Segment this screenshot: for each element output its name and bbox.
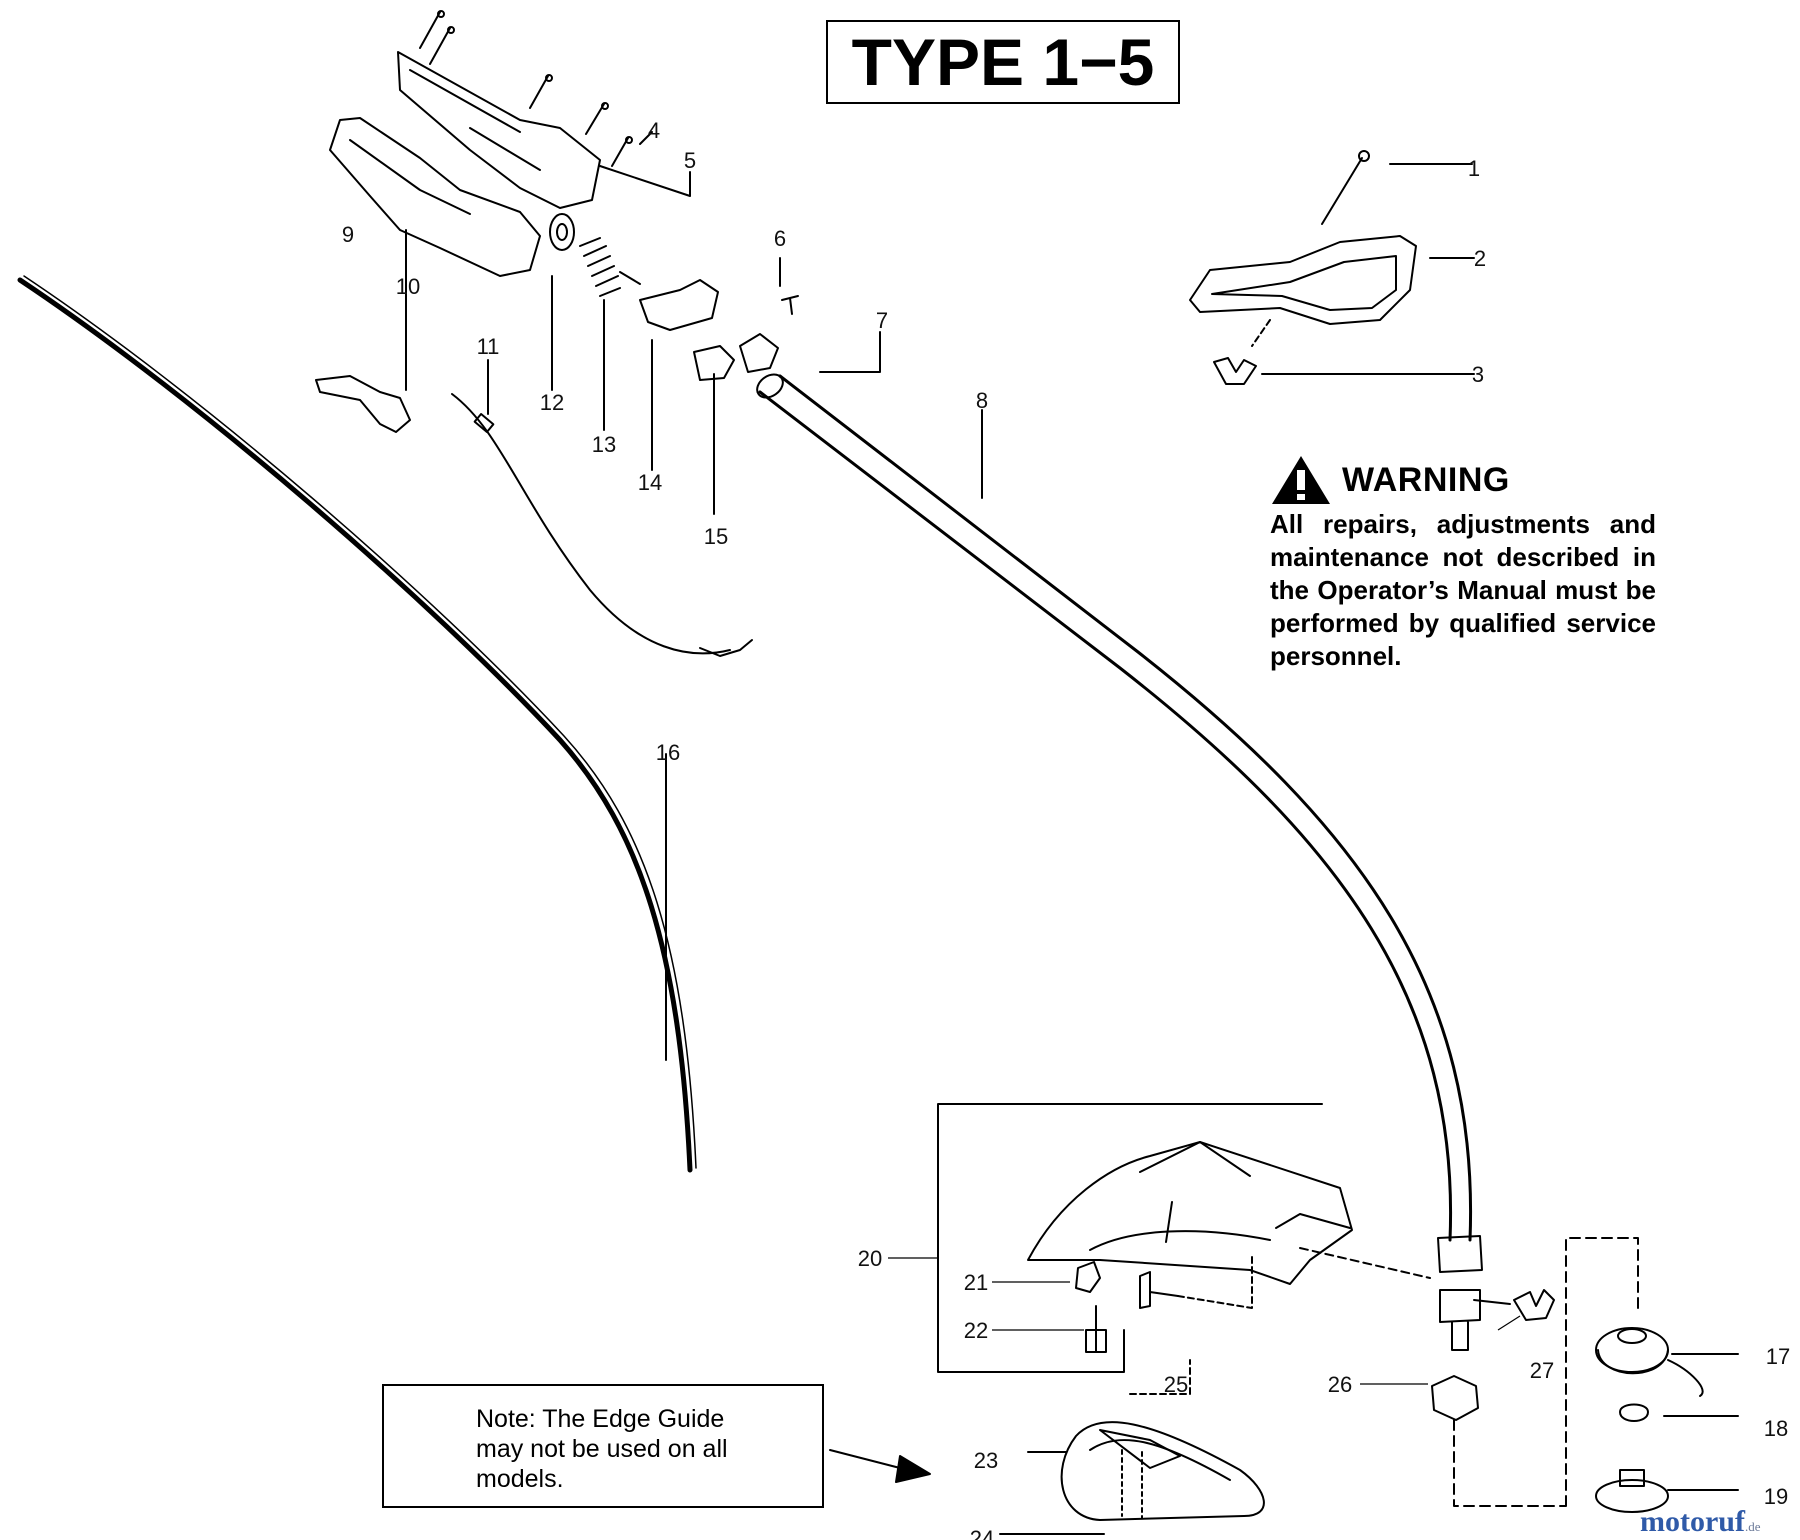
shaft-coupling [1437, 1235, 1483, 1351]
handle-half-left [329, 117, 541, 277]
carriage-bolt-25 [1139, 1271, 1179, 1309]
callout-19: 19 [1764, 1484, 1788, 1509]
watermark-main: motoruf [1640, 1505, 1745, 1538]
shaft-tube [758, 390, 1453, 1242]
edge-guide-note: Note: The Edge Guide may not be used on … [382, 1384, 824, 1508]
callout-10: 10 [396, 274, 420, 299]
warning-text: All repairs, adjustments and maintenance… [1270, 509, 1656, 671]
callout-4: 4 [648, 118, 660, 143]
callout-20: 20 [858, 1246, 882, 1271]
callout-12: 12 [540, 390, 564, 415]
callout-8: 8 [976, 388, 988, 413]
callout-25: 25 [1164, 1372, 1188, 1397]
callout-2: 2 [1474, 246, 1486, 271]
callout-6: 6 [774, 226, 786, 251]
edge-guide [1060, 1421, 1265, 1521]
throttle-housing [639, 279, 719, 331]
handle-half-right [397, 51, 601, 209]
spool-19 [1595, 1479, 1669, 1513]
callout-21: 21 [964, 1270, 988, 1295]
callout-16: 16 [656, 740, 680, 765]
throttle-cable [451, 393, 731, 655]
callout-24: 24 [970, 1526, 994, 1540]
screw-22 [1085, 1305, 1107, 1353]
callout-5: 5 [684, 148, 696, 173]
nut-21 [1075, 1261, 1101, 1293]
callout-27: 27 [1530, 1358, 1554, 1383]
warning-panel: WARNING All repairs, adjustments and mai… [1270, 452, 1656, 673]
spring [579, 237, 621, 297]
watermark: motoruf.de [1640, 1505, 1761, 1539]
throttle-trigger [315, 375, 411, 433]
spring-18 [1619, 1403, 1649, 1422]
note-line-1: Note: The Edge Guide [476, 1405, 725, 1433]
callout-23: 23 [974, 1448, 998, 1473]
warning-header: WARNING [1270, 452, 1656, 508]
callout-1: 1 [1468, 156, 1480, 181]
callout-14: 14 [638, 470, 662, 495]
callout-17: 17 [1766, 1344, 1790, 1369]
callout-13: 13 [592, 432, 616, 457]
callout-11: 11 [477, 334, 500, 359]
hanger-loop [1189, 235, 1417, 325]
hex-nut-26 [1431, 1375, 1479, 1421]
wing-nut-hanger [1213, 357, 1257, 385]
callout-18: 18 [1764, 1416, 1788, 1441]
callout-15: 15 [704, 524, 728, 549]
callout-7: 7 [876, 308, 888, 333]
watermark-suffix: .de [1744, 1519, 1761, 1534]
type-label: TYPE 1−5 [826, 20, 1180, 104]
wing-nut-27 [1513, 1289, 1555, 1321]
drive-shaft [17, 277, 693, 1173]
callout-22: 22 [964, 1318, 988, 1343]
note-line-2: may not be used on all [476, 1435, 728, 1463]
callout-3: 3 [1472, 362, 1484, 387]
warning-title: WARNING [1342, 460, 1510, 499]
clamp [693, 345, 735, 381]
screw-small [781, 295, 799, 315]
callout-9: 9 [342, 222, 354, 247]
washer [549, 213, 575, 251]
debris-shield [1027, 1141, 1353, 1285]
guard-bracket-box [937, 1103, 1323, 1373]
note-line-3: models. [476, 1465, 564, 1493]
callout-26: 26 [1328, 1372, 1352, 1397]
hanger-bolt [1321, 157, 1363, 225]
warning-triangle-icon [1272, 456, 1330, 504]
screw [419, 11, 629, 167]
